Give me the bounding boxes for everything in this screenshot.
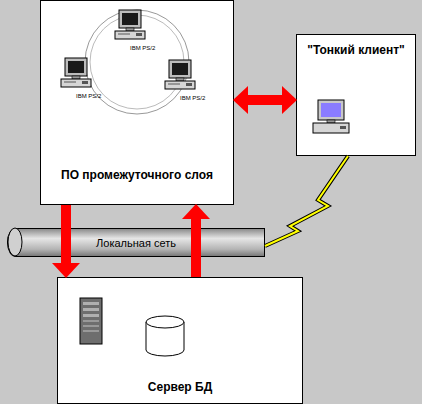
computer-icon (165, 60, 195, 89)
computer-model-label: IBM PS/2 (76, 93, 101, 99)
data-flow-arrow (196, 213, 197, 277)
node-title: Сервер БД (148, 380, 212, 394)
link-line (265, 156, 348, 246)
node-title: ПО промежуточного слоя (61, 168, 213, 182)
wireless-link (265, 156, 348, 246)
link-outline (265, 156, 348, 246)
data-flow-arrow (242, 100, 288, 101)
client-box: "Тонкий клиент" (296, 34, 416, 156)
arrow-shaft (191, 213, 201, 277)
server-tower (80, 298, 102, 344)
arrow-shaft (242, 95, 288, 105)
arrow-shaft (61, 205, 71, 269)
database-cylinder (146, 316, 184, 356)
node-title: "Тонкий клиент" (307, 43, 405, 57)
node-title: Локальная сеть (96, 237, 176, 249)
computer-icon (115, 10, 145, 39)
computer-model-label: IBM PS/2 (130, 45, 155, 51)
computer-icon (61, 58, 91, 87)
computer-model-label: IBM PS/2 (180, 95, 205, 101)
client-computer (313, 100, 349, 133)
network-pipe: Локальная сеть (7, 228, 265, 257)
data-flow-arrow (66, 205, 67, 269)
